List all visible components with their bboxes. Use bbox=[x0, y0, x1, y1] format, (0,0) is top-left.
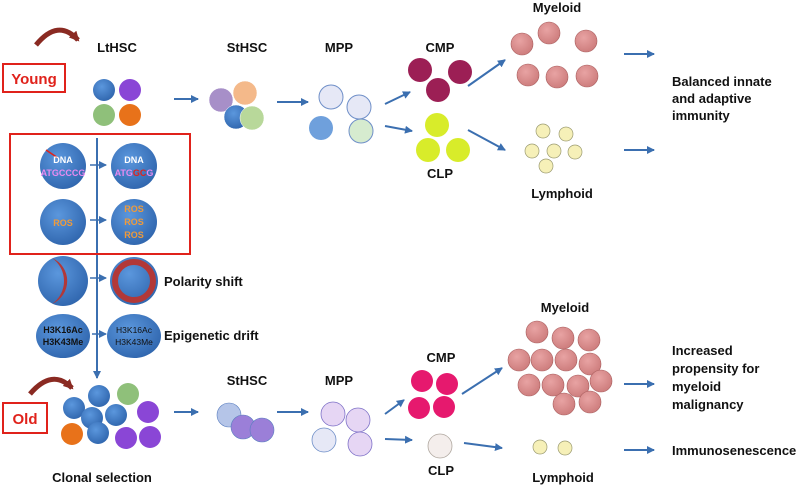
histone-cell-right bbox=[107, 314, 161, 358]
lymphoid-bottom-label: Lymphoid bbox=[532, 470, 594, 485]
histone-label-right-1: H3K16Ac bbox=[116, 325, 153, 335]
clp-bottom-label: CLP bbox=[428, 463, 454, 478]
arrow-young-myeloid bbox=[467, 59, 506, 87]
arrow-old-lymphoid bbox=[463, 442, 503, 452]
myeloid-bottom-label: Myeloid bbox=[541, 300, 589, 315]
histone-label-left-1: H3K16Ac bbox=[43, 325, 83, 335]
lymphoid-top-label: Lymphoid bbox=[531, 186, 593, 201]
epigenetic-drift-label: Epigenetic drift bbox=[164, 328, 259, 343]
arrow-young-lymphoid bbox=[467, 129, 506, 151]
svg-text:immunity: immunity bbox=[672, 108, 731, 123]
arrow-young-clp bbox=[384, 125, 413, 134]
histone-label-left-2: H3K43Me bbox=[43, 337, 84, 347]
lthsc-label: LtHSC bbox=[97, 40, 137, 55]
polarity-ring-right bbox=[112, 259, 156, 303]
old-section: Old Clonal selection StHSC MPP bbox=[2, 300, 796, 485]
svg-text:Balanced innate: Balanced innate bbox=[672, 74, 772, 89]
ros-cell-left bbox=[40, 199, 86, 245]
dna-cell-right bbox=[111, 143, 157, 189]
svg-text:Increased: Increased bbox=[672, 343, 733, 358]
histone-cell-left bbox=[36, 314, 90, 358]
dna-sequence-left: ATGCCCG bbox=[41, 168, 86, 178]
immunosenescence-label: Immunosenescence bbox=[672, 443, 796, 458]
young-tag-box bbox=[2, 63, 66, 93]
dna-damage-mark bbox=[45, 149, 59, 159]
young-tag: Young bbox=[11, 71, 57, 88]
svg-text:malignancy: malignancy bbox=[672, 397, 744, 412]
dna-label-right: DNA bbox=[124, 155, 144, 165]
clp-top-label: CLP bbox=[427, 166, 453, 181]
mpp-bottom-label: MPP bbox=[325, 373, 354, 388]
lymphoid-young-cluster bbox=[524, 123, 583, 174]
svg-text:myeloid: myeloid bbox=[672, 379, 721, 394]
self-renewal-arrow-old bbox=[28, 376, 74, 396]
ros-cell-right bbox=[111, 199, 157, 245]
cmp-bottom-label: CMP bbox=[427, 350, 456, 365]
clp-young-cluster bbox=[416, 113, 470, 162]
sthsc-old-cluster bbox=[216, 402, 275, 443]
young-section: Young LtHSC StHSC MPP CMP bbox=[2, 0, 772, 201]
lthsc-old-cluster bbox=[61, 383, 161, 449]
dna-ros-box bbox=[9, 133, 191, 255]
clonal-selection-label: Clonal selection bbox=[52, 470, 152, 485]
cmp-young-cluster bbox=[408, 58, 472, 102]
arrow-old-clp bbox=[384, 435, 413, 444]
polarity-shift-label: Polarity shift bbox=[164, 274, 243, 289]
dna-sequence-right: ATGGCG bbox=[115, 168, 154, 178]
myeloid-young-cluster bbox=[510, 21, 599, 89]
sthsc-bottom-label: StHSC bbox=[227, 373, 268, 388]
arrow-old-cmp bbox=[384, 399, 405, 415]
cmp-top-label: CMP bbox=[426, 40, 455, 55]
dna-label-left: DNA bbox=[53, 155, 73, 165]
svg-text:and adaptive: and adaptive bbox=[672, 91, 751, 106]
clp-old-cell bbox=[427, 433, 453, 459]
aging-mechanisms: DNA ATGCCCG DNA ATGGCG ROS ROS ROS ROS P… bbox=[9, 133, 259, 379]
mpp-old-cluster bbox=[311, 401, 373, 457]
old-tag: Old bbox=[13, 411, 38, 428]
lthsc-young-cluster bbox=[93, 79, 141, 126]
cmp-old-cluster bbox=[408, 370, 458, 419]
ros-label-right-1: ROS bbox=[124, 204, 144, 214]
sthsc-young-cluster bbox=[208, 80, 265, 131]
myeloid-old-cluster bbox=[507, 320, 613, 416]
old-tag-box bbox=[2, 402, 48, 434]
ros-label-right-3: ROS bbox=[124, 230, 144, 240]
young-outcome-text: Balanced innate and adaptive immunity bbox=[672, 74, 772, 123]
histone-label-right-2: H3K43Me bbox=[115, 337, 153, 347]
mpp-top-label: MPP bbox=[325, 40, 354, 55]
polarity-cell-left bbox=[38, 256, 88, 306]
myeloid-top-label: Myeloid bbox=[533, 0, 581, 15]
mpp-young-cluster bbox=[309, 84, 374, 144]
polarity-cap-left bbox=[52, 258, 68, 304]
ros-label-left: ROS bbox=[53, 218, 73, 228]
arrow-old-myeloid bbox=[461, 367, 503, 395]
old-myeloid-outcome-text: Increased propensity for myeloid maligna… bbox=[672, 343, 759, 412]
svg-text:propensity for: propensity for bbox=[672, 361, 759, 376]
sthsc-top-label: StHSC bbox=[227, 40, 268, 55]
self-renewal-arrow-young bbox=[34, 27, 80, 47]
ros-label-right-2: ROS bbox=[124, 217, 144, 227]
lymphoid-old-cluster bbox=[532, 439, 573, 456]
arrow-young-cmp bbox=[384, 91, 411, 105]
